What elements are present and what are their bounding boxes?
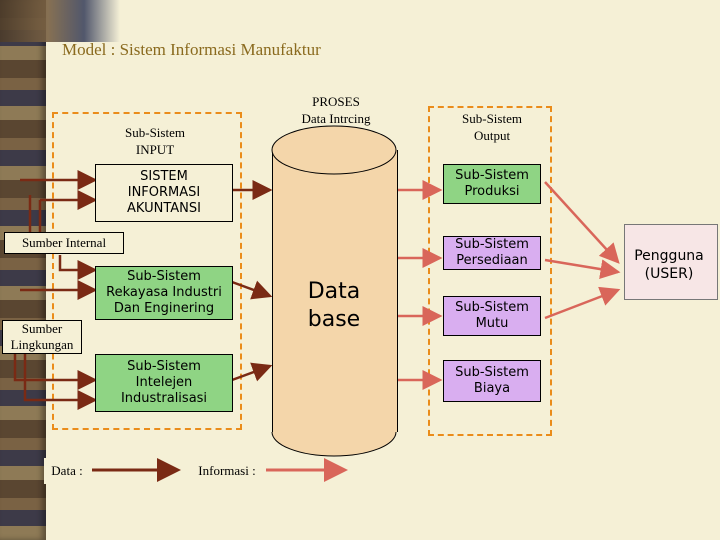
output-group-label: Sub-Sistem Output	[462, 111, 522, 143]
data-arrow-rekayasa-to-db	[231, 280, 273, 300]
input-group-boundary	[52, 112, 242, 430]
decorative-top-corner	[0, 0, 120, 42]
database-label: Data base	[307, 279, 361, 332]
box-sub-sistem-produksi: Sub-Sistem Produksi	[443, 164, 541, 204]
box-sub-sistem-mutu: Sub-Sistem Mutu	[443, 296, 541, 336]
user-scroll-shape	[624, 224, 718, 300]
database-cylinder-body	[272, 150, 398, 432]
output-group-boundary	[428, 106, 552, 436]
data-arrow-intelejen-2	[23, 350, 98, 410]
box-sistem-informasi-akuntansi: SISTEM INFORMASI AKUNTANSI	[95, 164, 233, 222]
info-arrow-persediaan-user	[544, 258, 621, 280]
input-group-label: Sub-Sistem INPUT	[125, 125, 185, 157]
user-label: Pengguna (USER)	[634, 248, 704, 282]
box-sumber-internal: Sumber Internal	[4, 232, 124, 254]
process-label: PROSES Data Intrcing	[301, 94, 371, 126]
info-arrow-mutu-user	[544, 286, 621, 320]
box-sumber-lingkungan: Sumber Lingkungan	[2, 320, 82, 354]
decorative-left-border	[0, 0, 46, 540]
legend-informasi-label: Informasi :	[190, 458, 264, 484]
legend-data-label: Data :	[44, 458, 90, 484]
box-sub-sistem-persediaan: Sub-Sistem Persediaan	[443, 236, 541, 270]
box-sub-sistem-biaya: Sub-Sistem Biaya	[443, 360, 541, 402]
box-intelejen-industralisasi: Sub-Sistem Intelejen Industralisasi	[95, 354, 233, 412]
diagram-title: Model : Sistem Informasi Manufaktur	[62, 40, 321, 59]
box-rekayasa-industri: Sub-Sistem Rekayasa Industri Dan Enginer…	[95, 266, 233, 320]
info-arrow-produksi-user	[544, 181, 620, 264]
data-arrow-rekayasa-1	[58, 255, 98, 280]
data-arrow-intelejen-to-db	[231, 362, 273, 382]
